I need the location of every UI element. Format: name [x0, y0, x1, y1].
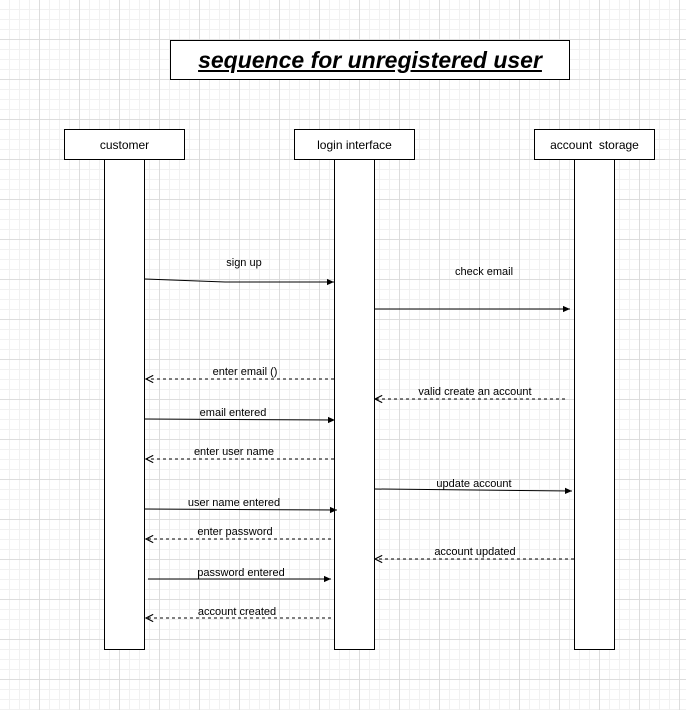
message-label: user name entered — [188, 497, 280, 509]
diagram-title: sequence for unregistered user — [198, 46, 542, 73]
message-arrow[interactable] — [144, 416, 336, 424]
diagram-title-box: sequence for unregistered user — [170, 40, 570, 80]
message-label: account updated — [434, 546, 515, 558]
lifeline-customer[interactable] — [104, 159, 145, 650]
participant-account-storage[interactable]: account storage — [534, 129, 655, 160]
message-label: valid create an account — [418, 386, 531, 398]
participant-login-interface[interactable]: login interface — [294, 129, 415, 160]
message-arrow[interactable] — [144, 506, 338, 514]
lifeline-login-interface[interactable] — [334, 159, 375, 650]
message-arrow[interactable] — [144, 278, 334, 286]
message-arrow[interactable] — [374, 487, 573, 495]
message-label: account created — [198, 606, 276, 618]
message-label: enter email () — [213, 366, 278, 378]
message-label: sign up — [226, 257, 261, 269]
message-label: update account — [436, 478, 511, 490]
message-label: enter password — [197, 526, 272, 538]
message-label: email entered — [200, 407, 267, 419]
message-label: password entered — [197, 567, 284, 579]
message-label: check email — [455, 266, 513, 278]
message-label: enter user name — [194, 446, 274, 458]
lifeline-account-storage[interactable] — [574, 159, 615, 650]
